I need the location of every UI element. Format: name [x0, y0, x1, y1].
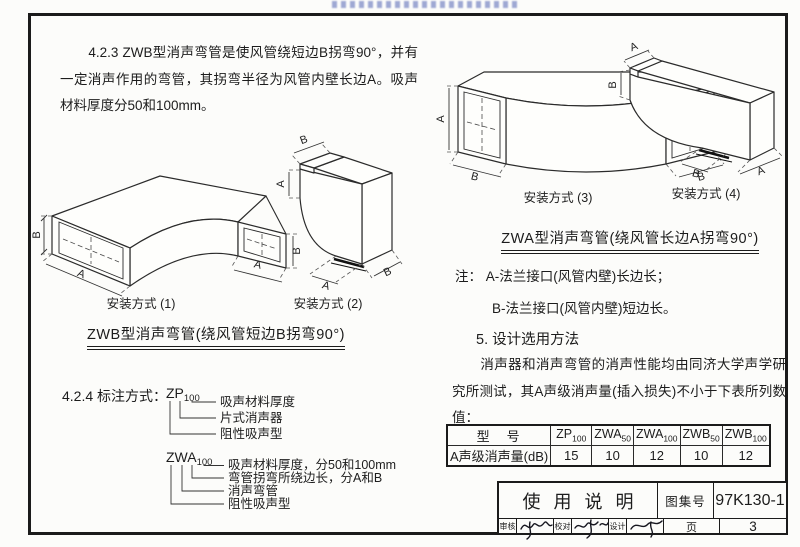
zp-label-category: 阻性吸声型	[220, 427, 283, 441]
model-header-cell: 型 号	[446, 424, 552, 446]
zwa-label-category: 阻性吸声型	[228, 497, 291, 511]
install-1-caption: 安装方式 (1)	[107, 296, 176, 311]
install-4-caption: 安装方式 (4)	[672, 186, 741, 201]
page-label: 页	[663, 519, 719, 535]
value-cell: 12	[721, 445, 771, 467]
dim-label-b: B	[691, 167, 702, 181]
model-cell: ZWB50	[679, 424, 723, 446]
dim-label-a: A	[75, 267, 87, 281]
page-border	[28, 13, 788, 535]
zwa-label-thickness: 吸声材料厚度，分50和100mm	[228, 457, 396, 472]
design-label: 设计	[609, 519, 627, 535]
dim-label-a: A	[253, 258, 264, 272]
dim-label-b: B	[382, 265, 394, 279]
dim-label-a: A	[628, 40, 640, 54]
model-cell: ZWA100	[633, 424, 681, 446]
zwa-elbow-figure: A B A B 安装方式 (3) A B	[435, 40, 783, 205]
proof-label: 校对	[554, 519, 572, 535]
scan-watermark	[332, 1, 518, 8]
title-block: 使用说明 图集号 97K130-1 审核 校对 设计	[497, 481, 788, 540]
zwa-label-elbow: 消声弯管	[228, 483, 278, 498]
install-4-drawing: A B B A 安装方式 (4)	[607, 40, 783, 201]
attenuation-table: 型 号 ZP100 ZWA50 ZWA100 ZWB50 ZWB100 A声级消…	[446, 424, 771, 467]
title-block-main-row: 使用说明 图集号 97K130-1	[499, 483, 786, 519]
model-cell: ZP100	[550, 424, 593, 446]
zp-code: ZP100	[166, 385, 200, 404]
review-label: 审核	[499, 519, 517, 535]
dim-label-b: B	[470, 170, 480, 183]
flange-notes: 注： A-法兰接口(风管内壁)长边长； B-法兰接口(风管内壁)短边长。	[455, 266, 775, 319]
dim-label-a: A	[755, 164, 767, 178]
dim-label-b: B	[696, 170, 706, 183]
dim-label-b: B	[31, 231, 43, 238]
zwa-figure-title: ZWA型消声弯管(绕风管长边A拐弯90°)	[492, 227, 768, 254]
note-b-text: B-法兰接口(风管内壁)短边长。	[492, 300, 677, 316]
install-2-drawing: B A A B 安装方式 (2)	[275, 133, 403, 311]
note-label: 注：	[455, 269, 482, 284]
dim-label-a: A	[321, 279, 332, 293]
design-signature	[627, 519, 663, 538]
install-3-caption: 安装方式 (3)	[524, 190, 593, 205]
page-number: 3	[719, 519, 786, 535]
sheet-title: 使用说明	[522, 491, 647, 512]
model-cell: ZWB100	[721, 424, 771, 446]
proof-signature	[572, 519, 609, 539]
signature-scribble	[574, 519, 609, 539]
signature-scribble	[630, 520, 663, 538]
dim-label-b: B	[298, 133, 309, 147]
note-line-a: 注： A-法兰接口(风管内壁)长边长；	[455, 266, 775, 288]
title-block-signature-row: 审核 校对 设计	[499, 519, 786, 540]
zp-notation-diagram: ZP100 吸声材料厚度 片式消声器 阻性吸声型	[166, 385, 296, 441]
paragraph-4-2-3: 4.2.3 ZWB型消声弯管是使风管绕短边B拐弯90°，并有一定消声作用的弯管，…	[60, 45, 418, 114]
zwa-notation-diagram: ZWA100 吸声材料厚度，分50和100mm 弯管拐弯所绕边长，分A和B 消声…	[166, 449, 396, 511]
value-cell: 10	[591, 445, 635, 467]
atlas-number: 97K130-1	[713, 483, 786, 518]
paragraph-4-2-4-label: 4.2.4 标注方式：	[62, 388, 168, 404]
note-a-text: A-法兰接口(风管内壁)长边长；	[485, 269, 671, 284]
value-cell: 15	[550, 445, 593, 467]
section-5-heading: 5. 设计选用方法	[476, 332, 580, 348]
section-5-paragraph: 消声器和消声弯管的消声性能均由同济大学声学研究所测试，其A声级消声量(插入损失)…	[452, 357, 786, 426]
zwb-figure-title: ZWB型消声弯管(绕风管短边B拐弯90°)	[80, 323, 352, 350]
dim-label-b: B	[607, 81, 619, 88]
signature-scribble	[520, 521, 553, 540]
dim-label-b: B	[291, 247, 303, 254]
install-1-drawing: B A B A 安装方式 (1)	[31, 175, 303, 311]
zwa-label-side: 弯管拐弯所绕边长，分A和B	[228, 470, 382, 485]
table-value-row: A声级消声量(dB) 15 10 12 10 12	[446, 445, 771, 467]
zwa-code: ZWA100	[166, 449, 212, 468]
zp-label-type: 片式消声器	[220, 411, 283, 425]
install-2-caption: 安装方式 (2)	[294, 296, 363, 311]
value-cell: 10	[679, 445, 723, 467]
review-signature	[517, 519, 554, 540]
atlas-number-label: 图集号	[657, 483, 713, 518]
model-cell: ZWA50	[591, 424, 635, 446]
table-header-row: 型 号 ZP100 ZWA50 ZWA100 ZWB50 ZWB100	[446, 424, 771, 446]
zwb-elbow-figure: B A B A 安装方式 (1) B A	[31, 133, 403, 311]
dim-label-a: A	[435, 115, 447, 123]
dim-label-a: A	[275, 180, 287, 188]
value-cell: 12	[633, 445, 681, 467]
zp-label-thickness: 吸声材料厚度	[220, 394, 296, 409]
row-label-cell: A声级消声量(dB)	[446, 445, 552, 467]
